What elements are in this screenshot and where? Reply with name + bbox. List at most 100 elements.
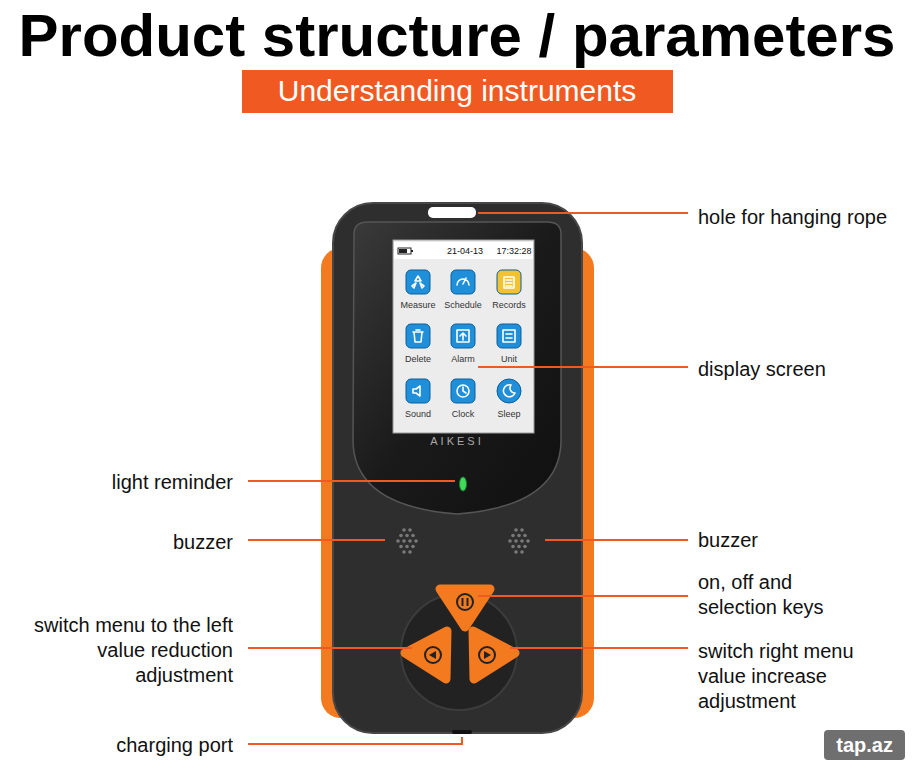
callout-label: buzzer	[173, 530, 233, 554]
speaker-hole	[520, 550, 524, 554]
speaker-hole	[399, 534, 403, 538]
battery-level	[399, 249, 407, 253]
speaker-hole	[514, 550, 518, 554]
icon-glyph	[503, 330, 515, 342]
menu-icon	[497, 324, 521, 348]
speaker-hole	[405, 534, 409, 538]
button-symbol	[479, 647, 495, 663]
leader-line	[478, 595, 688, 597]
speaker-hole	[523, 545, 527, 549]
leader-line	[248, 480, 455, 482]
icon-tile	[451, 324, 475, 348]
leader-line	[545, 539, 688, 541]
menu-icon	[497, 270, 521, 294]
callout-label: buzzer	[698, 528, 758, 552]
icon-tile	[497, 270, 521, 294]
title: Product structure / parameters	[19, 3, 896, 69]
speaker-hole	[514, 528, 518, 532]
icon-tile	[406, 379, 430, 403]
icon-glyph	[503, 385, 515, 397]
icon-label: Delete	[405, 354, 431, 365]
leader-line	[248, 647, 412, 649]
icon-tile	[406, 324, 430, 348]
menu-icon	[406, 324, 430, 348]
speaker-hole	[411, 545, 415, 549]
leader-lines	[248, 213, 688, 744]
speaker-hole	[520, 528, 524, 532]
speaker-hole	[408, 539, 412, 543]
left-button	[405, 631, 447, 679]
callout-label: charging port	[116, 733, 233, 757]
button-symbol	[462, 598, 464, 606]
screen-time: 17:32:28	[496, 246, 531, 257]
button-symbol	[429, 651, 436, 659]
icon-label: Sleep	[497, 409, 520, 420]
banner-box: Understanding instruments	[242, 70, 673, 113]
callout-label: light reminder	[112, 470, 233, 494]
brand-logo: AIKESI	[430, 435, 483, 448]
speaker-hole	[517, 545, 521, 549]
icon-glyph	[457, 278, 469, 285]
icon-label: Records	[492, 300, 526, 311]
leader-line	[248, 539, 385, 541]
watermark: tap.az	[824, 730, 905, 760]
button-symbol	[467, 598, 469, 606]
speaker-hole	[517, 534, 521, 538]
speaker-hole	[511, 534, 515, 538]
right-button	[473, 631, 515, 679]
icon-label: Alarm	[451, 354, 475, 365]
icon-label: Measure	[400, 300, 435, 311]
menu-icon	[497, 379, 521, 403]
icon-glyph	[412, 276, 424, 288]
speaker-hole	[396, 539, 400, 543]
speaker-hole	[526, 539, 530, 543]
icon-label: Clock	[452, 409, 475, 420]
menu-icons	[406, 270, 521, 403]
icon-label: Sound	[405, 409, 431, 420]
speaker-hole	[402, 550, 406, 554]
icon-tile	[451, 379, 475, 403]
icon-glyph	[457, 385, 469, 397]
menu-icon	[451, 324, 475, 348]
button-symbol	[457, 594, 473, 610]
button-symbol	[425, 647, 441, 663]
menu-icon	[406, 379, 430, 403]
icon-glyph	[413, 386, 420, 396]
menu-icon	[406, 270, 430, 294]
callout-label: on, off and selection keys	[698, 570, 848, 620]
callout-label: switch right menu value increase adjustm…	[698, 639, 893, 714]
icon-tile	[406, 270, 430, 294]
icon-label: Schedule	[444, 300, 482, 311]
icon-tile	[497, 379, 521, 403]
rope-hole	[428, 207, 476, 218]
charging-port	[452, 730, 472, 734]
speaker-hole	[402, 528, 406, 532]
icon-glyph	[457, 330, 469, 342]
status-bar	[394, 242, 533, 259]
device-body	[333, 203, 582, 733]
power-button	[440, 589, 490, 627]
menu-icon	[451, 270, 475, 294]
speaker-hole	[414, 539, 418, 543]
menu-icon	[451, 379, 475, 403]
speaker-grilles	[396, 528, 530, 554]
callout-label: hole for hanging rope	[698, 205, 887, 229]
speaker-hole	[402, 539, 406, 543]
leader-line	[248, 737, 462, 744]
screen-date: 21-04-13	[447, 246, 483, 257]
button-symbol	[484, 651, 491, 659]
led-light	[460, 477, 467, 491]
speaker-hole	[523, 534, 527, 538]
speaker-hole	[520, 539, 524, 543]
speaker-hole	[405, 545, 409, 549]
leader-line	[478, 366, 688, 368]
battery-tip	[411, 250, 413, 252]
leader-line	[510, 647, 688, 649]
battery-icon	[398, 248, 411, 254]
icon-tile	[497, 324, 521, 348]
lcd-screen	[393, 240, 534, 433]
icon-label: Unit	[501, 354, 517, 365]
speaker-hole	[411, 534, 415, 538]
callout-label: switch menu to the left value reduction …	[8, 613, 233, 688]
speaker-hole	[511, 545, 515, 549]
